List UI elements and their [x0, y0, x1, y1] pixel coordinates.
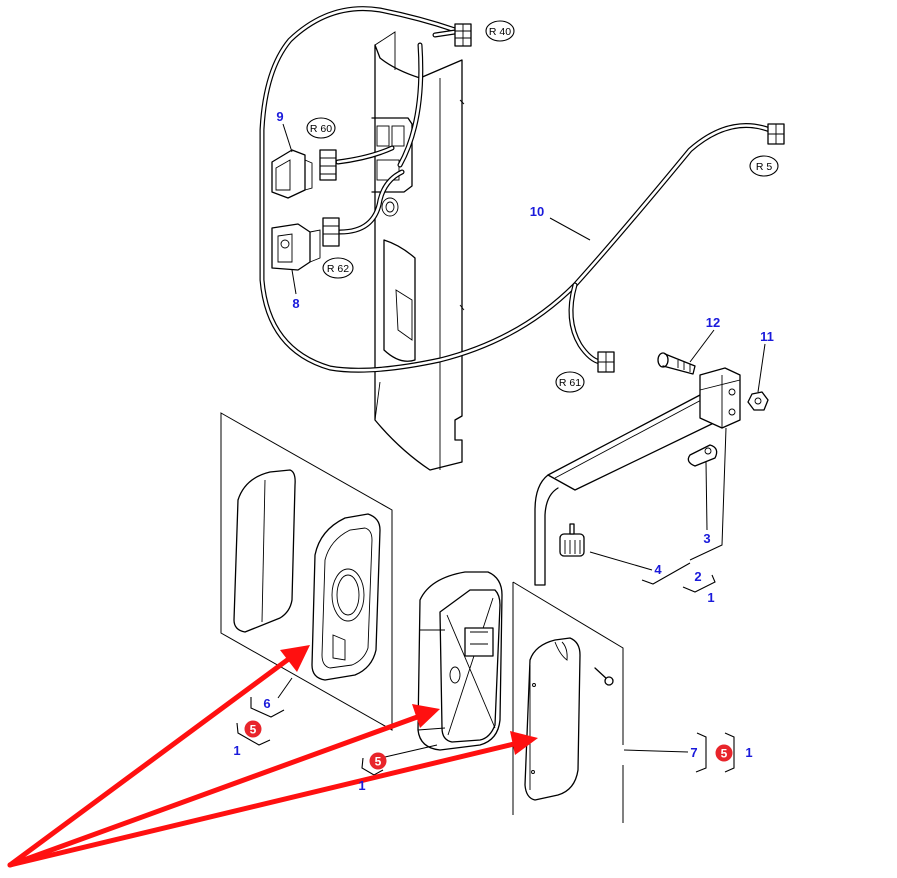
ref-r40-label: R 40 — [489, 26, 511, 38]
arrow-to-back-housing — [7, 655, 293, 868]
ref-r5: R 5 — [749, 155, 779, 177]
ref-r40: R 40 — [485, 20, 515, 42]
adjustment-knob — [559, 523, 585, 557]
ref-r62-label: R 62 — [327, 263, 349, 275]
badge-5-head: 5 — [369, 752, 387, 770]
ref-r60-label: R 60 — [310, 123, 332, 135]
callout-4: 4 — [654, 562, 662, 577]
callout-10: 10 — [530, 204, 544, 219]
connector-r62 — [322, 217, 340, 247]
callout-brackets — [236, 562, 735, 776]
bolt — [657, 352, 696, 375]
badge-5-left-label: 5 — [250, 723, 257, 737]
badge-5-right-label: 5 — [721, 747, 728, 761]
callout-1-right: 1 — [745, 745, 752, 760]
rocker-switch — [271, 149, 313, 199]
callout-1-arm: 1 — [707, 590, 714, 605]
ref-r62: R 62 — [322, 257, 354, 279]
highlight-arrows — [7, 645, 538, 868]
badge-5-right: 5 — [715, 744, 733, 762]
wiring-harness — [259, 6, 773, 373]
leader-lines — [277, 123, 766, 758]
arrowhead-mirror-head — [412, 704, 440, 728]
nut — [747, 391, 769, 411]
callout-12: 12 — [706, 315, 720, 330]
ref-r60: R 60 — [306, 117, 336, 139]
arrowhead-back-housing — [280, 645, 310, 672]
right-exploded-plane — [512, 581, 624, 823]
arrowhead-glass-plate — [510, 731, 538, 755]
arrow-to-mirror-head — [7, 713, 423, 868]
left-exploded-plane — [220, 412, 393, 731]
callout-11: 11 — [760, 329, 774, 344]
badge-5-head-label: 5 — [375, 755, 382, 769]
ref-r61: R 61 — [555, 371, 585, 393]
callout-9: 9 — [276, 109, 283, 124]
callout-3: 3 — [703, 531, 710, 546]
ref-r61-label: R 61 — [559, 377, 581, 389]
callout-2: 2 — [694, 569, 701, 584]
callout-1-head: 1 — [358, 778, 365, 793]
callout-8: 8 — [292, 296, 299, 311]
callout-7: 7 — [690, 745, 697, 760]
connector-r60 — [319, 149, 337, 181]
cab-pillar-trim — [371, 31, 465, 471]
callout-1-left: 1 — [233, 743, 240, 758]
arrow-to-glass-plate — [7, 740, 521, 868]
power-socket-switch — [271, 223, 321, 271]
badge-5-left: 5 — [244, 720, 262, 738]
mirror-arm — [534, 367, 741, 586]
mirror-head — [417, 571, 503, 751]
connector-r5 — [767, 123, 785, 145]
callout-6: 6 — [263, 696, 270, 711]
ref-r5-label: R 5 — [756, 161, 773, 173]
connector-r61 — [597, 351, 615, 373]
connector-r40 — [454, 23, 472, 47]
